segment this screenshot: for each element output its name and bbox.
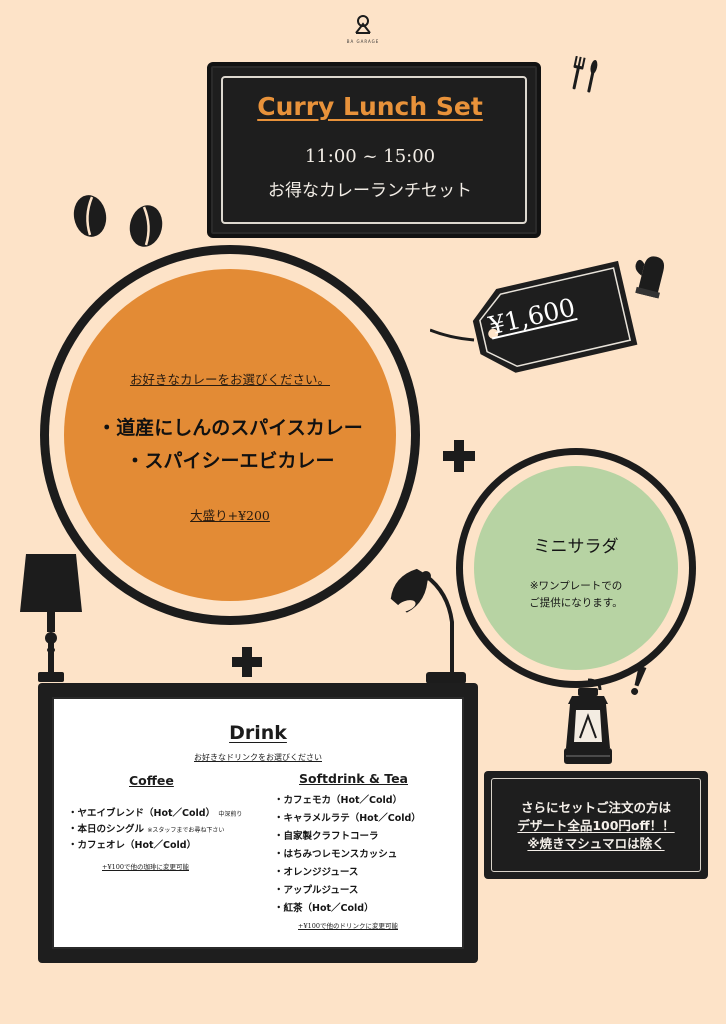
salad-note: ※ワンプレートでの xyxy=(529,580,623,592)
logo-text: BA GARAGE xyxy=(346,39,380,44)
softdrink-item: ・自家製クラフトコーラ xyxy=(274,831,379,842)
softdrink-section-title: Softdrink & Tea xyxy=(299,771,408,786)
curry-option: ・スパイシーエビカレー xyxy=(125,450,335,472)
menu-subtitle: お得なカレーランチセット xyxy=(268,181,472,201)
softdrink-footnote: +¥100で他のドリンクに変更可能 xyxy=(298,922,398,930)
dessert-board xyxy=(484,771,708,879)
coffee-item: ・本日のシングル ※スタッフまでお尋ね下さい xyxy=(68,824,225,835)
coffee-item: ・カフェオレ（Hot／Cold） xyxy=(68,840,197,851)
ba-garage-logo xyxy=(355,15,371,34)
dessert-offer: デザート全品100円off！！ xyxy=(517,818,675,833)
coffee-bean-icon xyxy=(129,205,163,247)
curry-plate xyxy=(40,245,420,625)
drink-title: Drink xyxy=(229,722,287,744)
softdrink-item: ・オレンジジュース xyxy=(274,867,359,878)
drink-board xyxy=(38,683,478,963)
curry-prompt: お好きなカレーをお選びください。 xyxy=(129,372,330,387)
brand-logo: BA GARAGE xyxy=(339,14,387,46)
coffee-footnote: +¥100で他の珈琲に変更可能 xyxy=(102,863,189,871)
salad-title: ミニサラダ xyxy=(533,537,619,557)
price-tag-icon xyxy=(430,260,638,373)
salad-plate xyxy=(456,448,696,688)
lunch-hours: 11:00 ~ 15:00 xyxy=(304,146,436,167)
curry-option: ・道産にしんのスパイスカレー xyxy=(97,417,363,439)
drink-prompt: お好きなドリンクをお選びください xyxy=(194,753,322,762)
plus-icon xyxy=(443,440,475,472)
exclamation-icon xyxy=(631,665,647,695)
coffee-section-title: Coffee xyxy=(129,773,174,788)
lantern-icon xyxy=(564,678,612,764)
salad-note: ご提供になります。 xyxy=(529,597,623,609)
floor-lamp-icon xyxy=(20,554,82,682)
softdrink-item: ・キャラメルラテ（Hot／Cold） xyxy=(274,813,421,824)
coffee-item: ・ヤエイブレンド（Hot／Cold） 中深煎り xyxy=(68,808,243,819)
large-portion-note: 大盛り+¥200 xyxy=(190,508,270,523)
oven-mitt-icon xyxy=(635,256,665,299)
dessert-offer: さらにセットご注文の方は xyxy=(520,800,671,815)
softdrink-item: ・紅茶（Hot／Cold） xyxy=(274,903,374,914)
coffee-bean-icon xyxy=(73,195,107,237)
dessert-offer: ※焼きマシュマロは除く xyxy=(527,836,665,851)
title-board xyxy=(207,62,541,238)
softdrink-item: ・はちみつレモンスカッシュ xyxy=(274,849,398,860)
plus-icon xyxy=(232,647,262,677)
menu-title: Curry Lunch Set xyxy=(257,92,483,121)
softdrink-item: ・アップルジュース xyxy=(274,885,359,896)
softdrink-item: ・カフェモカ（Hot／Cold） xyxy=(274,795,403,806)
desk-lamp-icon xyxy=(390,568,466,684)
cutlery-icon xyxy=(572,56,598,93)
